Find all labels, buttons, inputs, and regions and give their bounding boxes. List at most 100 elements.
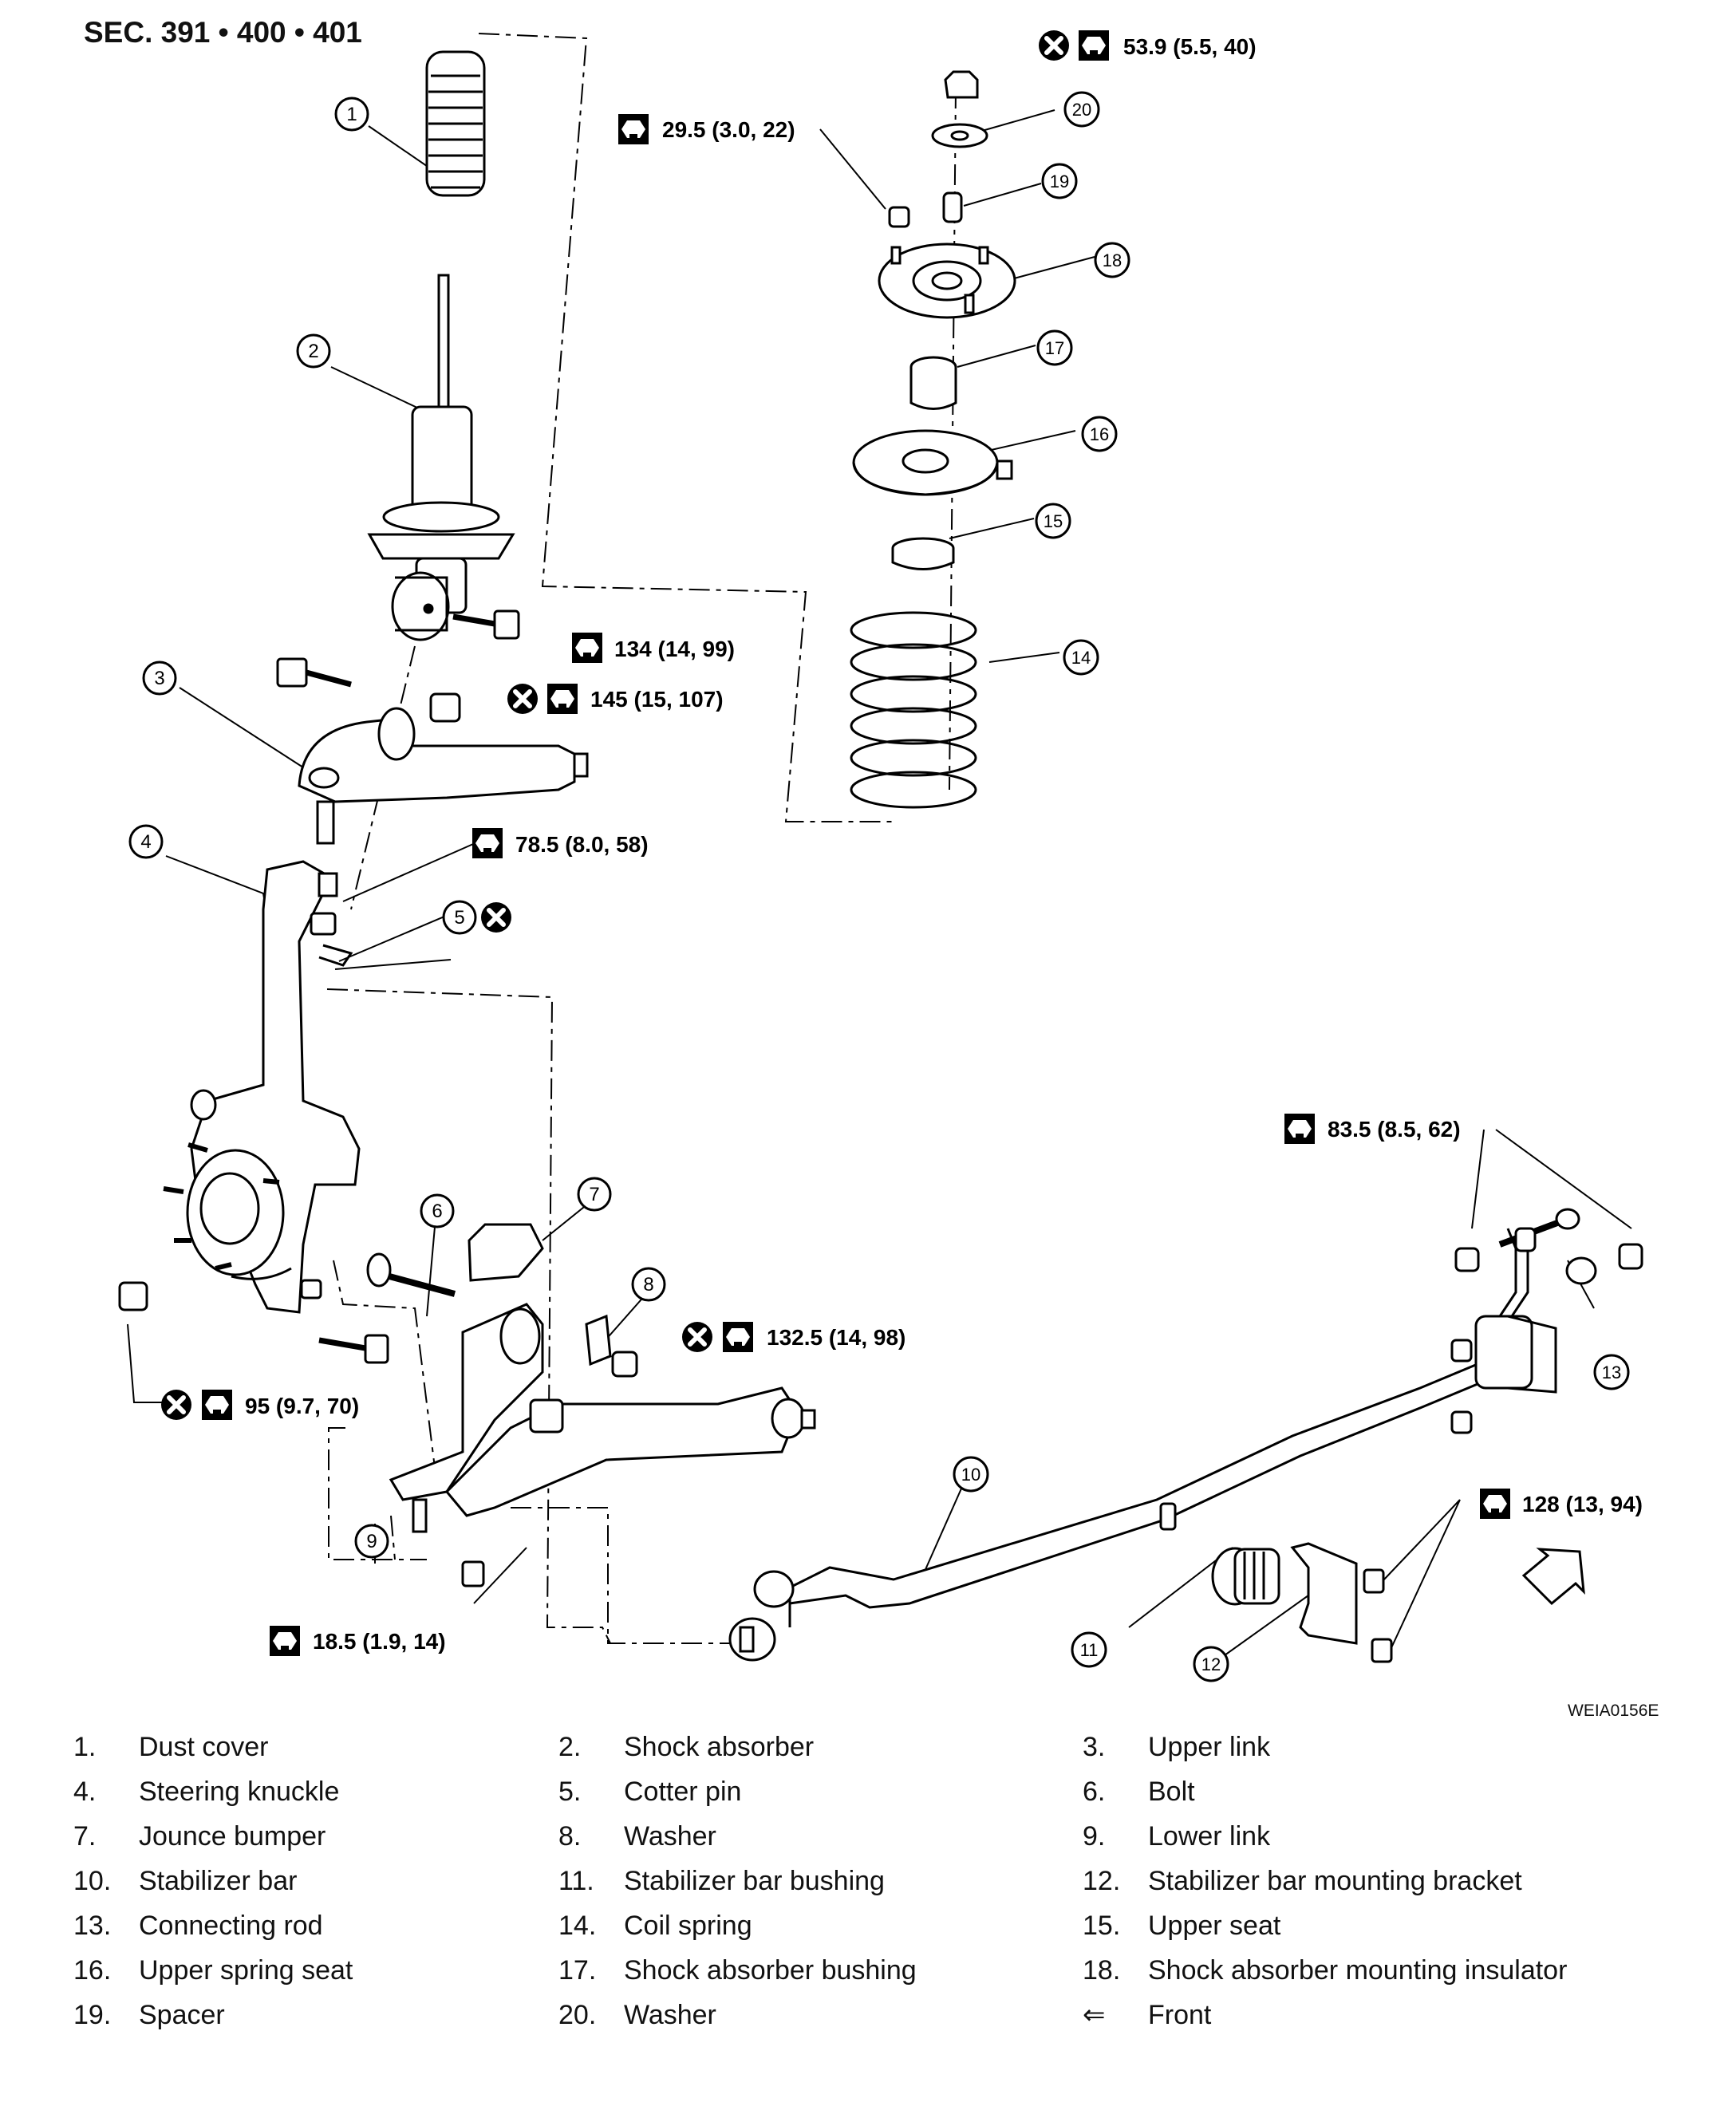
svg-text:6: 6 bbox=[432, 1201, 442, 1222]
svg-text:13: 13 bbox=[1602, 1363, 1621, 1382]
svg-text:128 (13, 94): 128 (13, 94) bbox=[1522, 1492, 1643, 1516]
upper-nut-washer bbox=[931, 70, 988, 148]
callout-5: 5 bbox=[442, 900, 477, 935]
upper-link-part bbox=[298, 707, 589, 845]
component-drawings bbox=[118, 50, 1643, 1663]
svg-text:3: 3 bbox=[154, 668, 164, 689]
callout-16: 16 bbox=[1081, 416, 1118, 452]
torque-wrench-icon bbox=[618, 114, 649, 144]
svg-text:5: 5 bbox=[454, 907, 464, 929]
torque-spec-18-5: 18.5 (1.9, 14) bbox=[270, 1626, 446, 1656]
svg-text:8: 8 bbox=[643, 1274, 653, 1296]
torque-wrench-icon bbox=[202, 1390, 232, 1420]
svg-text:4: 4 bbox=[140, 831, 151, 853]
torque-spec-145: 145 (15, 107) bbox=[507, 684, 724, 714]
mounting-insulator-part bbox=[878, 243, 1016, 319]
torque-spec-29-5: 29.5 (3.0, 22) bbox=[618, 114, 795, 144]
svg-text:9: 9 bbox=[366, 1531, 377, 1552]
replace-icon bbox=[161, 1390, 191, 1420]
steering-knuckle-part bbox=[186, 860, 361, 1314]
replace-icon bbox=[1039, 30, 1069, 61]
torque-wrench-icon bbox=[472, 828, 503, 858]
shock-absorber-part bbox=[367, 274, 515, 641]
torque-wrench-icon bbox=[547, 684, 578, 714]
callout-9: 9 bbox=[354, 1524, 389, 1559]
washer-part bbox=[585, 1314, 612, 1366]
callouts: 1 2 3 4 5 6 7 8 9 10 11 12 13 14 15 16 1… bbox=[128, 91, 1630, 1682]
torque-spec-95: 95 (9.7, 70) bbox=[161, 1390, 359, 1420]
svg-text:78.5 (8.0, 58): 78.5 (8.0, 58) bbox=[515, 832, 649, 857]
knuckle-nut bbox=[118, 1281, 148, 1311]
svg-text:145 (15, 107): 145 (15, 107) bbox=[590, 687, 724, 712]
spacer-part bbox=[942, 191, 963, 223]
callout-20: 20 bbox=[1063, 91, 1100, 128]
callout-15: 15 bbox=[1035, 503, 1071, 539]
replace-icon bbox=[507, 684, 538, 714]
svg-text:29.5 (3.0, 22): 29.5 (3.0, 22) bbox=[662, 117, 795, 142]
callout-10: 10 bbox=[953, 1456, 989, 1493]
jounce-bumper-part bbox=[468, 1223, 544, 1282]
dust-cover-part bbox=[425, 50, 486, 197]
callout-12: 12 bbox=[1193, 1646, 1229, 1682]
replace-icon bbox=[682, 1322, 712, 1352]
upper-spring-seat-part bbox=[852, 429, 1013, 496]
torque-specs: 53.9 (5.5, 40) 29.5 (3.0, 22) 134 (14, 9… bbox=[161, 30, 1643, 1656]
callout-19: 19 bbox=[1041, 163, 1078, 199]
leader-lines bbox=[127, 109, 1632, 1656]
callout-13: 13 bbox=[1593, 1354, 1630, 1390]
connecting-rod-part bbox=[1450, 1208, 1643, 1434]
upper-link-nut bbox=[429, 692, 461, 723]
lower-link-nut bbox=[611, 1351, 638, 1378]
callout-6: 6 bbox=[420, 1193, 455, 1228]
shock-bushing-part bbox=[909, 356, 957, 410]
stabilizer-bushing-part bbox=[1211, 1547, 1280, 1606]
svg-text:95 (9.7, 70): 95 (9.7, 70) bbox=[245, 1394, 359, 1418]
torque-spec-128: 128 (13, 94) bbox=[1480, 1489, 1643, 1519]
svg-text:15: 15 bbox=[1044, 511, 1063, 531]
torque-wrench-icon bbox=[723, 1322, 753, 1352]
svg-text:18.5 (1.9, 14): 18.5 (1.9, 14) bbox=[313, 1629, 446, 1654]
svg-text:19: 19 bbox=[1050, 172, 1069, 191]
lower-link-part bbox=[389, 1303, 816, 1587]
coil-spring-part bbox=[850, 611, 977, 809]
front-arrow-icon bbox=[1521, 1548, 1585, 1606]
svg-text:134 (14, 99): 134 (14, 99) bbox=[614, 637, 735, 661]
torque-spec-53-9: 53.9 (5.5, 40) bbox=[1039, 30, 1257, 61]
upper-link-bolt bbox=[276, 657, 352, 688]
torque-wrench-icon bbox=[1079, 30, 1109, 61]
svg-text:132.5 (14, 98): 132.5 (14, 98) bbox=[767, 1325, 905, 1350]
replace-icon bbox=[481, 902, 511, 933]
svg-text:16: 16 bbox=[1090, 424, 1109, 444]
svg-text:12: 12 bbox=[1201, 1654, 1221, 1674]
section-title: SEC. 391 • 400 • 401 bbox=[84, 16, 362, 49]
callout-4: 4 bbox=[128, 824, 164, 859]
callout-18: 18 bbox=[1094, 242, 1130, 278]
wheel-studs bbox=[163, 1142, 280, 1271]
torque-spec-134: 134 (14, 99) bbox=[572, 633, 735, 663]
callout-3: 3 bbox=[142, 661, 177, 696]
callout-8: 8 bbox=[631, 1267, 666, 1302]
torque-wrench-icon bbox=[1480, 1489, 1510, 1519]
stabilizer-bar-part bbox=[728, 1228, 1557, 1662]
svg-text:83.5 (8.5, 62): 83.5 (8.5, 62) bbox=[1328, 1117, 1461, 1142]
stabilizer-bracket-part bbox=[1290, 1542, 1393, 1663]
callout-14: 14 bbox=[1063, 639, 1099, 676]
shock-lower-bolt bbox=[452, 609, 520, 640]
knuckle-bolt bbox=[318, 1334, 389, 1364]
callout-17: 17 bbox=[1036, 329, 1073, 366]
upper-seat-part bbox=[891, 537, 955, 570]
torque-wrench-icon bbox=[270, 1626, 300, 1656]
insulator-nut bbox=[888, 206, 910, 228]
callout-11: 11 bbox=[1071, 1631, 1107, 1668]
torque-spec-78-5: 78.5 (8.0, 58) bbox=[472, 828, 649, 858]
figure-code: WEIA0156E bbox=[1568, 1702, 1659, 1720]
svg-text:11: 11 bbox=[1080, 1640, 1099, 1660]
torque-wrench-icon bbox=[572, 633, 602, 663]
svg-text:10: 10 bbox=[961, 1465, 980, 1485]
torque-spec-132-5: 132.5 (14, 98) bbox=[682, 1322, 905, 1352]
torque-wrench-icon bbox=[1284, 1114, 1315, 1144]
svg-text:17: 17 bbox=[1045, 338, 1064, 358]
svg-text:53.9 (5.5, 40): 53.9 (5.5, 40) bbox=[1123, 34, 1257, 59]
svg-text:1: 1 bbox=[346, 104, 357, 125]
